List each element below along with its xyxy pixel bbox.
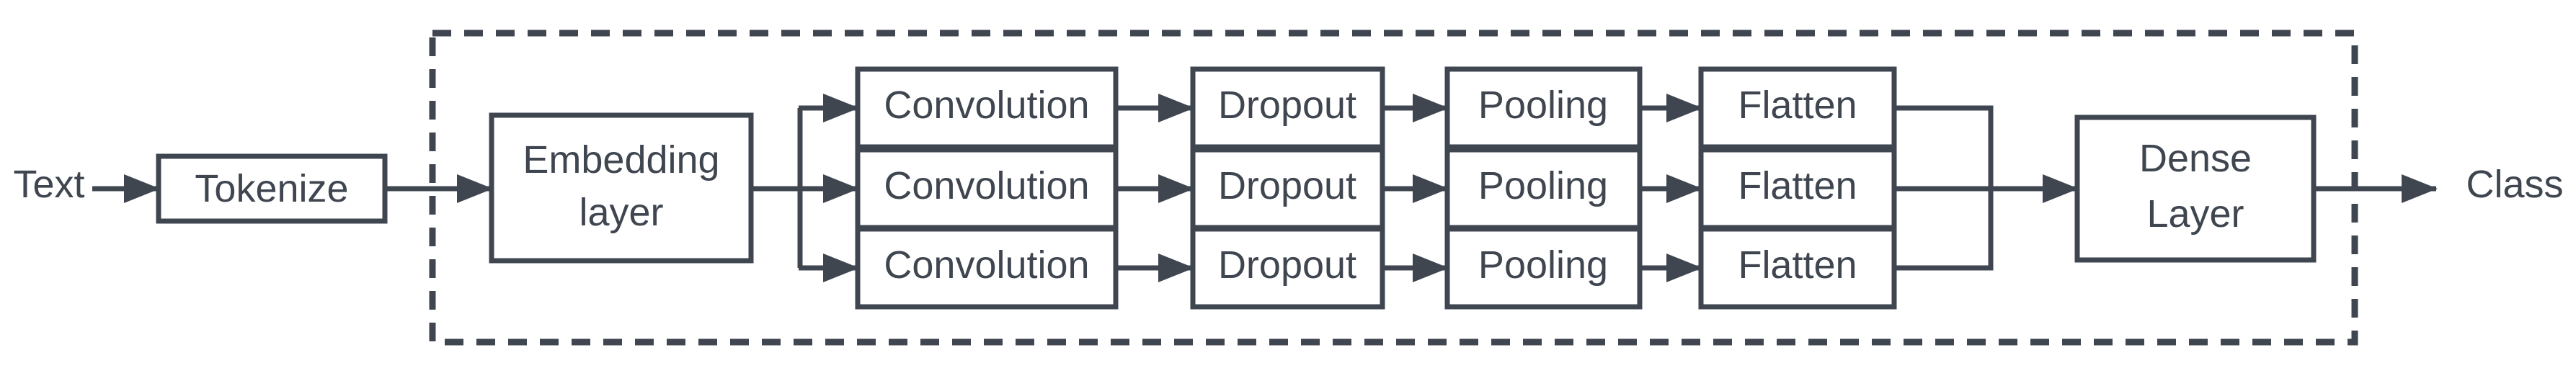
flatten-label: Flatten	[1738, 243, 1857, 287]
embedding-label-line2: layer	[579, 191, 663, 234]
tokenize-label: Tokenize	[195, 167, 348, 210]
embedding-label-line1: Embedding	[523, 138, 719, 181]
edge-flatten-merge-1	[1894, 105, 1994, 189]
pooling-label: Pooling	[1478, 243, 1608, 287]
output-class-label: Class	[2466, 163, 2563, 206]
flatten-label: Flatten	[1738, 84, 1857, 127]
input-text-label: Text	[13, 163, 84, 206]
dropout-node-1: Dropout	[1190, 66, 1385, 150]
edges	[92, 94, 2438, 282]
flatten-node-2: Flatten	[1698, 147, 1897, 230]
flatten-node-1: Flatten	[1698, 66, 1897, 150]
pooling-node-3: Pooling	[1444, 226, 1643, 310]
convolution-label: Convolution	[884, 84, 1089, 127]
edge-flatten-merge-3	[1894, 189, 1994, 271]
convolution-node-2: Convolution	[855, 147, 1119, 230]
dropout-label: Dropout	[1218, 164, 1356, 207]
branch-1: Convolution Dropout Pooling Flatten	[855, 66, 1897, 150]
dropout-label: Dropout	[1218, 84, 1356, 127]
dense-label-line2: Layer	[2146, 192, 2244, 235]
convolution-label: Convolution	[884, 243, 1089, 287]
embedding-layer-node: Embedding layer	[489, 112, 754, 264]
edge-embedding-split	[751, 108, 803, 268]
convolution-node-1: Convolution	[855, 66, 1119, 150]
pooling-node-2: Pooling	[1444, 147, 1643, 230]
tokenize-node: Tokenize	[156, 153, 388, 224]
dense-label-line1: Dense	[2139, 137, 2252, 180]
flatten-node-3: Flatten	[1698, 226, 1897, 310]
flatten-label: Flatten	[1738, 164, 1857, 207]
pooling-node-1: Pooling	[1444, 66, 1643, 150]
dropout-label: Dropout	[1218, 243, 1356, 287]
dense-layer-node: Dense Layer	[2074, 115, 2317, 263]
pooling-label: Pooling	[1478, 164, 1608, 207]
convolution-label: Convolution	[884, 164, 1089, 207]
pooling-label: Pooling	[1478, 84, 1608, 127]
dropout-node-2: Dropout	[1190, 147, 1385, 230]
convolution-node-3: Convolution	[855, 226, 1119, 310]
branch-3: Convolution Dropout Pooling Flatten	[855, 226, 1897, 310]
branch-2: Convolution Dropout Pooling Flatten	[855, 147, 1897, 230]
dropout-node-3: Dropout	[1190, 226, 1385, 310]
